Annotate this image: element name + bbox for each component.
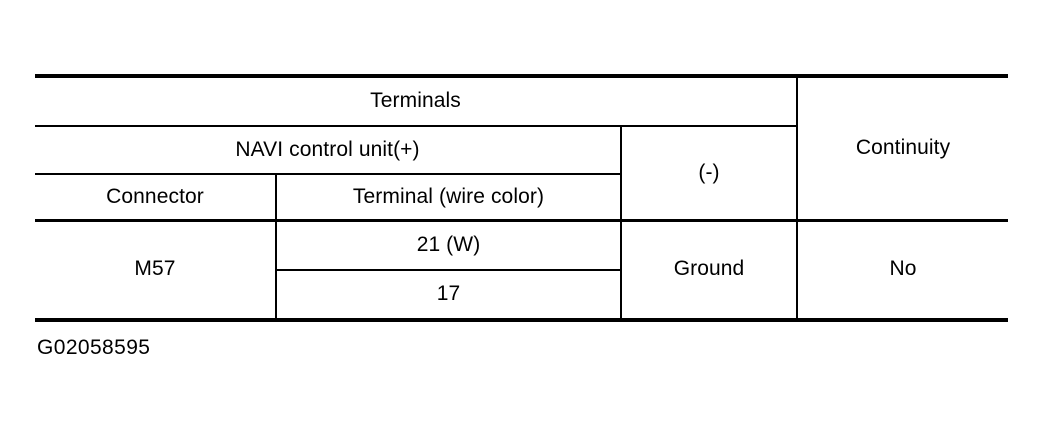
- header-continuity: Continuity: [797, 76, 1009, 222]
- cell-terminal-values: 21 (W) 17: [276, 220, 622, 320]
- table-header-row-navi: NAVI control unit(+) (-): [35, 126, 1008, 222]
- terminal-value-row: 21 (W): [277, 221, 620, 271]
- header-connector: Connector: [35, 174, 277, 222]
- terminal-values-subtable: 21 (W) 17: [277, 221, 620, 318]
- header-terminals: Terminals: [35, 76, 799, 127]
- cell-negative-value: Ground: [621, 220, 799, 320]
- cell-terminal-value-2: 17: [436, 281, 461, 305]
- cell-continuity-value: No: [889, 257, 917, 281]
- header-terminal-wire-color: Terminal (wire color): [276, 174, 622, 222]
- table-row: M57 21 (W) 17 Ground No: [35, 220, 1008, 320]
- table-header-row-subheaders: Connector Terminal (wire color): [35, 174, 1008, 222]
- terminals-continuity-table: Terminals Continuity NAVI control unit(+…: [35, 74, 1009, 322]
- cell-terminal-value-1: 21 (W): [277, 221, 620, 271]
- figure-caption: G02058595: [37, 336, 151, 359]
- header-navi-control-unit: NAVI control unit(+): [35, 126, 622, 175]
- cell-connector-value: M57: [35, 220, 277, 320]
- table-header-row-terminals: Terminals Continuity: [35, 76, 1009, 222]
- header-negative: (-): [621, 126, 799, 222]
- terminal-value-row: 17: [277, 270, 620, 318]
